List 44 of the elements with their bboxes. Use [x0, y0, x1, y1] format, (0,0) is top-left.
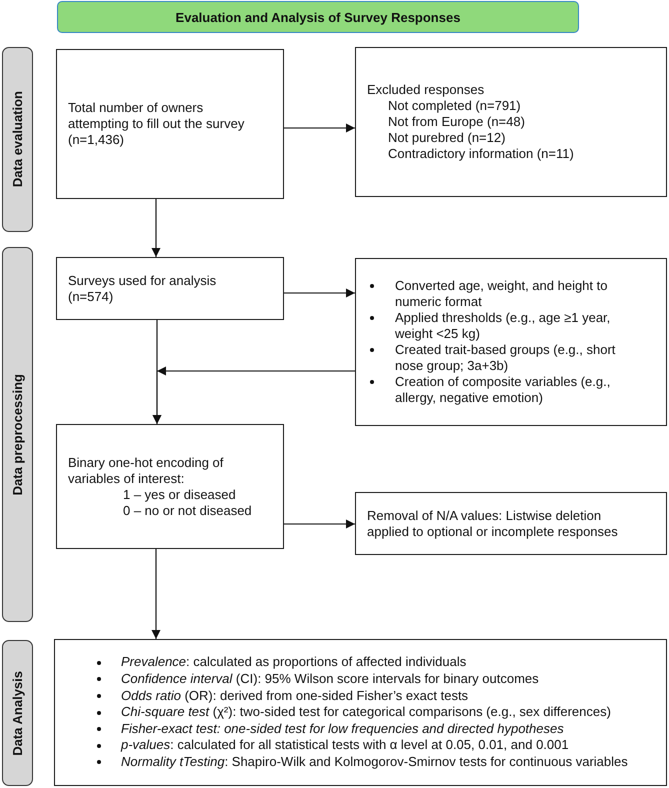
box-text: Surveys used for analysis [68, 272, 218, 288]
list-item-text: Contradictory information (n=11) [387, 146, 575, 162]
process-box [56, 49, 284, 199]
process-box [355, 492, 667, 555]
arrow [152, 366, 355, 424]
section-label: Data evaluation [10, 91, 25, 188]
list-item-text: Fisher-exact test: one-sided test for low frequencies and directed hypotheses [121, 720, 565, 738]
list-item-text: 0 – no or not diseased [122, 502, 253, 518]
list-item-text: Creation of composite variables (e.g., allergy, negative emotion) [395, 374, 612, 406]
list-item-text: Normality tTesting: Shapiro-Wilk and Kolmogorov-Smirnov tests for continuous variables [121, 754, 629, 771]
arrow [284, 288, 355, 298]
section-band [2, 640, 33, 786]
process-box [355, 258, 667, 426]
list-item-text: Created trait-based groups (e.g., short nose group; 3a+3b) [395, 342, 616, 374]
list-item-text: Converted age, weight, and height to numeric format [395, 278, 608, 310]
box-text: Total number of owners attempting to fill out the survey [68, 100, 246, 132]
box-text: Binary one-hot encoding of variables of interest: [68, 454, 224, 486]
process-box [56, 424, 284, 549]
section-label: Data preprocessing [10, 374, 25, 496]
list-item-text: Odds ratio (OR): derived from one-sided Fisher’s exact tests [121, 688, 470, 704]
arrow [284, 520, 355, 528]
list-item-text: 1 – yes or diseased [122, 486, 237, 502]
arrow [284, 124, 355, 132]
list-item-text: Prevalence: calculated as proportions of affected individuals [121, 654, 468, 672]
title-banner: Evaluation and Analysis of Survey Responses [57, 1, 579, 33]
list-item-text: Confidence interval (CI): 95% Wilson score intervals for binary outcomes [121, 671, 540, 688]
process-box [54, 639, 667, 786]
arrow [152, 549, 160, 639]
box-text: Excluded responses [367, 82, 486, 98]
section-band [2, 247, 33, 622]
box-text: (n=1,436) [68, 132, 126, 148]
list-item-text: Not purebred (n=12) [387, 130, 506, 146]
list-item-text: p-values: calculated for all statistical tests with α level at 0.05, 0.01, and 0.001 [121, 737, 570, 754]
section-band [2, 47, 33, 232]
box-text: (n=574) [68, 288, 114, 304]
box-text: Removal of N/A values: Listwise deletion applied to optional or incomplete responses [367, 508, 619, 540]
process-box [56, 257, 284, 320]
list-item-text: Chi-square test (χ²): two-sided test for categorical comparisons (e.g., sex differences) [121, 704, 612, 721]
list-item-text: Applied thresholds (e.g., age ≥1 year, weight <25 kg) [395, 310, 612, 342]
list-item-text: Not from Europe (n=48) [387, 114, 526, 130]
section-label: Data Analysis [10, 670, 25, 756]
list-item-text: Not completed (n=791) [387, 98, 522, 114]
process-box [355, 47, 667, 197]
arrow [152, 199, 160, 257]
